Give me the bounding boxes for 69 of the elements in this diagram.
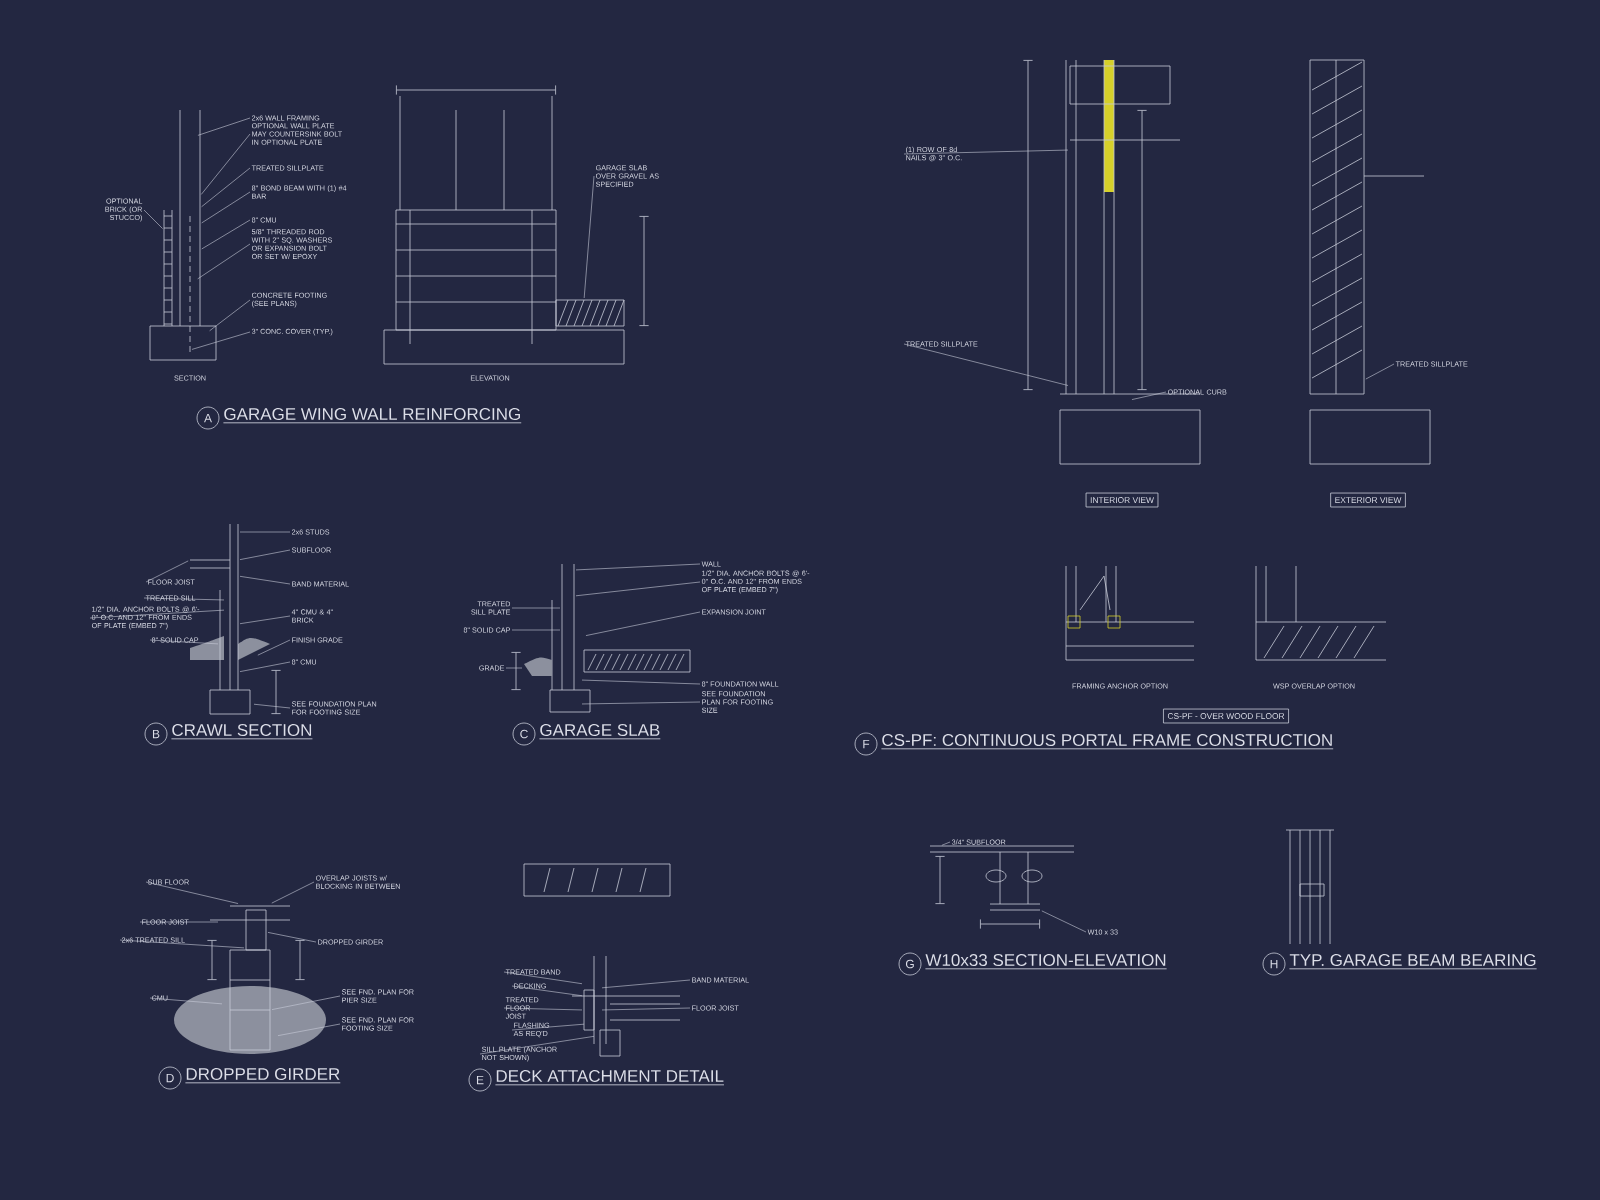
beam-bearing-drawing — [1285, 829, 1335, 945]
detail-title: CS-PF: CONTINUOUS PORTAL FRAME CONSTRUCTION — [881, 734, 1334, 750]
leader-line — [201, 219, 251, 250]
leader-line — [119, 939, 245, 949]
leader-line — [583, 175, 595, 299]
leader-line — [581, 701, 701, 705]
leader-line — [89, 609, 225, 619]
overlap-option-drawing — [1255, 565, 1387, 661]
leader-line — [145, 560, 189, 583]
leader-line — [197, 117, 251, 136]
exterior-view-drawing — [1309, 59, 1431, 465]
wall-section-drawing — [149, 109, 217, 361]
leader-line — [145, 881, 239, 904]
detail-title: DECK ATTACHMENT DETAIL — [495, 1070, 725, 1086]
detail-title: GARAGE SLAB — [539, 724, 661, 740]
leader-line — [277, 1023, 341, 1036]
leader-line — [479, 1036, 595, 1055]
leader-line — [257, 639, 291, 656]
anchor-option-drawing — [1065, 565, 1195, 661]
leader-line — [511, 985, 583, 997]
steel-beam-drawing — [929, 845, 1075, 929]
leader-line — [143, 597, 225, 601]
leader-line — [903, 149, 1069, 155]
interior-view-drawing — [1023, 59, 1201, 465]
leader-line — [201, 167, 251, 208]
leader-line — [139, 921, 219, 923]
leader-line — [201, 191, 251, 224]
leader-line — [1131, 391, 1167, 400]
leader-line — [575, 563, 701, 571]
leader-line — [149, 639, 219, 645]
leader-line — [585, 611, 701, 636]
wall-elevation-drawing — [383, 85, 649, 365]
leader-line — [903, 343, 1069, 386]
bolt-pattern-drawing — [523, 863, 671, 897]
leader-line — [149, 997, 223, 1005]
leader-line — [601, 979, 691, 989]
detail-title: GARAGE WING WALL REINFORCING — [223, 408, 522, 424]
leader-line — [239, 615, 291, 624]
leader-line — [143, 209, 163, 229]
detail-title: CRAWL SECTION — [171, 724, 313, 740]
detail-title: DROPPED GIRDER — [185, 1068, 341, 1084]
leader-line — [575, 581, 701, 597]
leader-line — [197, 243, 251, 280]
leader-line — [511, 1023, 585, 1031]
detail-title: TYP. GARAGE BEAM BEARING — [1289, 954, 1537, 970]
leader-line — [239, 549, 291, 560]
leader-line — [267, 932, 317, 943]
leader-line — [271, 881, 315, 904]
leader-line — [239, 576, 291, 585]
leader-line — [941, 841, 951, 846]
leader-line — [239, 661, 291, 672]
leader-line — [511, 629, 561, 631]
leader-line — [601, 1007, 691, 1011]
leader-line — [253, 703, 291, 709]
garage-slab-drawing — [511, 563, 691, 713]
leader-line — [503, 971, 583, 984]
leader-line — [271, 995, 341, 1010]
leader-line — [503, 1007, 583, 1011]
leader-line — [581, 679, 701, 685]
detail-title: W10x33 SECTION-ELEVATION — [925, 954, 1167, 970]
leader-line — [200, 133, 251, 195]
leader-line — [511, 607, 561, 609]
leader-line — [505, 667, 523, 669]
leader-line — [1365, 363, 1395, 380]
leader-line — [239, 531, 291, 533]
leader-line — [1041, 910, 1087, 933]
leader-line — [209, 299, 251, 332]
leader-line — [191, 331, 251, 350]
deck-attachment-drawing — [571, 955, 681, 1057]
